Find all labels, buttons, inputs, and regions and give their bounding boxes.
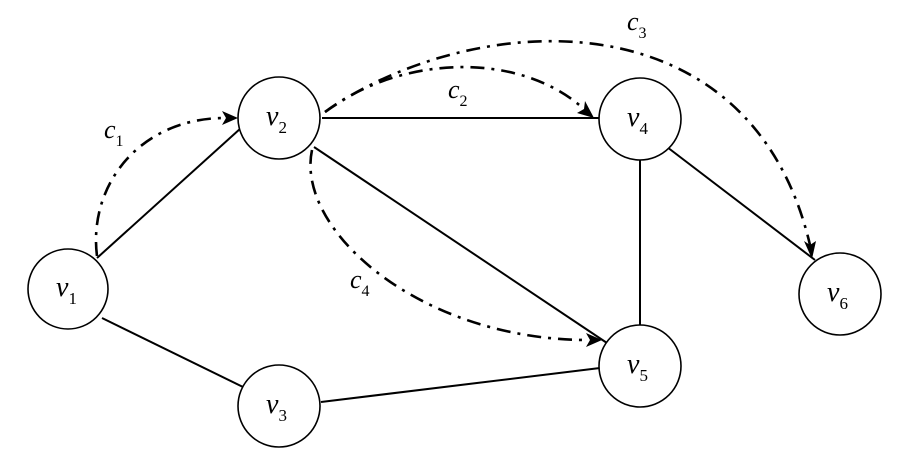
node-v4-circle (598, 77, 682, 161)
path-c3-arrowhead (804, 241, 816, 259)
node-v2-label: v2 (266, 101, 287, 137)
path-c1-arrowhead (222, 111, 238, 125)
path-c3-label: c3 (627, 7, 647, 42)
path-c4-arrowhead (586, 333, 602, 347)
node-v4-label: v4 (627, 102, 648, 138)
edge-v1-v2 (96, 127, 242, 259)
edge-v3-v5 (320, 367, 601, 403)
node-v3: v3 (237, 364, 321, 448)
path-c4-label: c4 (350, 265, 370, 300)
paths (94, 39, 816, 347)
node-v3-circle (237, 364, 321, 448)
node-v2: v2 (237, 76, 321, 160)
edges (96, 117, 816, 403)
node-v5: v5 (598, 324, 682, 408)
node-v6-circle (798, 252, 882, 336)
node-v5-circle (598, 324, 682, 408)
edge-v2-v5 (313, 146, 608, 344)
node-v3-label: v3 (266, 389, 287, 425)
path-c1 (94, 116, 226, 257)
node-v6: v6 (798, 252, 882, 336)
path-c4 (309, 149, 589, 342)
node-v6-label: v6 (827, 277, 848, 313)
edge-v4-v6 (666, 146, 816, 261)
path-c2-arrowhead (577, 101, 594, 118)
path-c2-label: c2 (448, 75, 468, 110)
path-labels: c1 c2 c3 c4 (104, 7, 647, 300)
node-v1-label: v1 (56, 272, 77, 308)
node-v1-circle (27, 248, 109, 330)
path-c1-label: c1 (104, 115, 124, 150)
node-v2-circle (237, 76, 321, 160)
nodes: v1 v2 v3 v4 v5 (27, 76, 882, 448)
node-v1: v1 (27, 248, 109, 330)
node-v4: v4 (598, 77, 682, 161)
node-v5-label: v5 (627, 349, 648, 385)
edge-v1-v3 (101, 317, 244, 388)
path-c3 (324, 39, 812, 246)
